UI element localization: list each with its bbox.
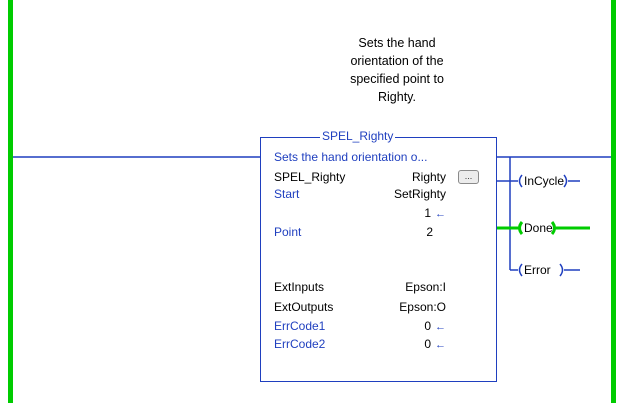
param-value[interactable]: SetRighty: [393, 187, 446, 201]
param-value: 0←: [400, 318, 446, 335]
param-label: ExtInputs: [274, 280, 325, 294]
instruction-title: SPEL_Righty: [320, 128, 396, 144]
param-value: 1←: [400, 205, 446, 222]
param-label: ErrCode1: [274, 319, 326, 333]
param-value[interactable]: Epson:O: [399, 300, 446, 314]
coil-done[interactable]: Done: [524, 221, 553, 235]
rung-comment-line: orientation of the: [350, 54, 444, 68]
rung-comment-line: specified point to: [350, 72, 444, 86]
param-value: 0←: [400, 336, 446, 353]
coil-error[interactable]: Error: [524, 263, 551, 277]
arrow-left-icon: ←: [435, 321, 446, 333]
rung-comment: Sets the hand orientation of the specifi…: [322, 34, 472, 106]
param-value[interactable]: 2: [426, 225, 433, 239]
rung-comment-line: Righty.: [378, 90, 416, 104]
param-label: ExtOutputs: [274, 300, 334, 314]
param-label: Start: [274, 187, 300, 201]
coil-incycle[interactable]: InCycle: [524, 174, 565, 188]
browse-button[interactable]: ...: [458, 170, 479, 184]
param-value[interactable]: Epson:I: [405, 280, 446, 294]
rung-comment-line: Sets the hand: [358, 36, 436, 50]
instruction-block[interactable]: [260, 137, 497, 382]
right-power-rail: [611, 0, 616, 403]
arrow-left-icon: ←: [435, 339, 446, 351]
param-label: ErrCode2: [274, 337, 326, 351]
param-value-text: 0: [424, 337, 431, 351]
param-value[interactable]: Righty: [411, 170, 446, 184]
arrow-left-icon: ←: [435, 208, 446, 220]
instruction-description: Sets the hand orientation o...: [274, 150, 428, 164]
param-value-text: 0: [424, 319, 431, 333]
left-power-rail: [8, 0, 13, 403]
param-label: SPEL_Righty: [274, 170, 346, 184]
param-label: Point: [274, 225, 302, 239]
param-value-text: 1: [424, 206, 431, 220]
